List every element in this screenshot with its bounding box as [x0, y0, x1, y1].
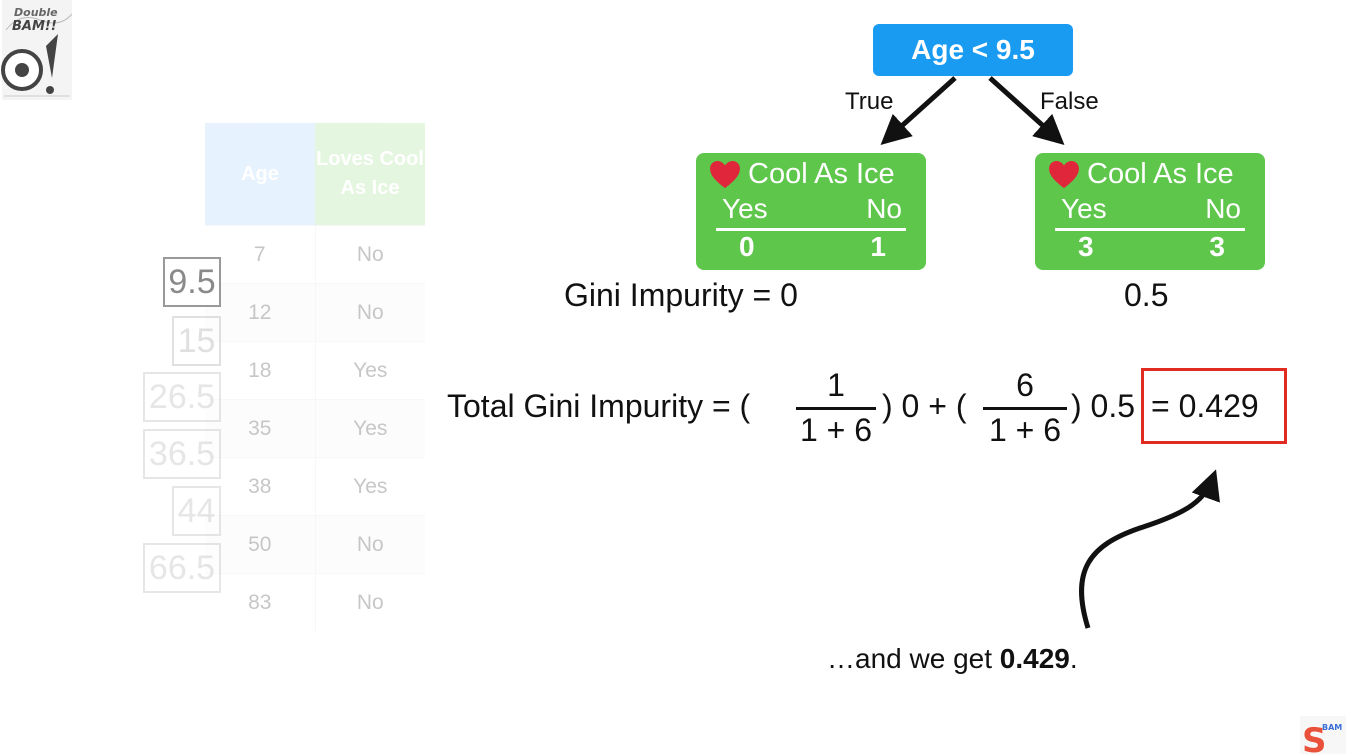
age-cell: 83 [248, 590, 272, 614]
equation-prefix: Total Gini Impurity = ( [447, 388, 751, 424]
fraction-1-numerator: 1 [827, 367, 845, 403]
table-row: 35 Yes [205, 399, 425, 457]
double-bam-logo-icon: Double BAM!! [1, 0, 73, 100]
threshold-box: 36.5 [143, 429, 221, 479]
leaf-divider [716, 228, 906, 231]
leaf-yes-label: Yes [1061, 193, 1107, 224]
leaf-divider [1055, 228, 1245, 231]
leaf-yes-label: Yes [722, 193, 768, 224]
leaf-no-label: No [1205, 193, 1241, 224]
caption-prefix: …and we get [827, 643, 1000, 674]
leaf-yes-count: 3 [1078, 231, 1094, 262]
left-gini-text: Gini Impurity = 0 [564, 277, 798, 313]
fraction-2-denominator: 1 + 6 [988, 412, 1062, 448]
age-column-header: Age [205, 123, 315, 225]
leaf-no-count: 1 [870, 231, 886, 262]
loves-cell: No [314, 226, 426, 283]
equation-result: = 0.429 [1151, 388, 1259, 424]
left-leaf-node: Cool As Ice Yes No 0 1 [696, 153, 926, 270]
table-row: 12 No [205, 283, 425, 341]
threshold-box: 44 [172, 486, 221, 536]
leaf-title-text: Cool As Ice [1087, 158, 1234, 190]
right-leaf-node: Cool As Ice Yes No 3 3 [1035, 153, 1265, 270]
threshold-box: 15 [172, 316, 221, 366]
age-cell: 38 [248, 474, 272, 498]
fraction-1-bar [796, 407, 876, 410]
caption-value: 0.429 [999, 643, 1070, 674]
table-header: Age Loves Cool As Ice [205, 123, 425, 225]
caption-suffix: . [1069, 643, 1078, 674]
leaf-yes-count: 0 [739, 231, 755, 262]
loves-cell: Yes [314, 458, 426, 515]
table-row: 7 No [205, 225, 425, 283]
false-label: False [1040, 88, 1099, 115]
threshold-box: 66.5 [143, 543, 221, 593]
table-row: 83 No [205, 573, 425, 631]
true-label: True [845, 88, 894, 115]
leaf-title: Cool As Ice [710, 158, 895, 191]
leaf-title: Cool As Ice [1049, 158, 1234, 191]
threshold-box: 26.5 [143, 372, 221, 422]
age-cell: 7 [253, 242, 266, 266]
svg-text:S: S [1302, 721, 1327, 754]
loves-cell: Yes [314, 342, 426, 399]
table-row: 38 Yes [205, 457, 425, 515]
loves-cell: No [314, 516, 426, 573]
table-row: 50 No [205, 515, 425, 573]
svg-text:BAM: BAM [1322, 723, 1342, 732]
root-node: Age < 9.5 [873, 24, 1073, 76]
loves-cell: No [314, 284, 426, 341]
fraction-2-bar [983, 407, 1067, 410]
leaf-no-count: 3 [1209, 231, 1225, 262]
age-cell: 35 [248, 416, 272, 440]
caption: …and we get 0.429. [827, 643, 1078, 675]
loves-cell: No [314, 574, 426, 631]
fraction-2-numerator: 6 [1016, 367, 1034, 403]
loves-column-header: Loves Cool As Ice [315, 123, 425, 225]
result-highlight-box [1141, 368, 1287, 444]
leaf-title-text: Cool As Ice [748, 158, 895, 190]
svg-text:Double: Double [14, 6, 58, 19]
right-gini-text: 0.5 [1124, 277, 1169, 313]
heart-icon [710, 160, 740, 188]
leaf-no-label: No [866, 193, 902, 224]
threshold-box: 9.5 [163, 257, 221, 307]
age-cell: 50 [248, 532, 272, 556]
equation-middle: ) 0 + ( [882, 388, 967, 424]
heart-icon [1049, 160, 1079, 188]
equation-suffix: ) 0.5 [1071, 388, 1136, 424]
loves-cell: Yes [314, 400, 426, 457]
false-edge-arrow [988, 76, 1065, 146]
curved-arrow [1079, 469, 1220, 629]
age-cell: 12 [248, 300, 272, 324]
true-edge-arrow [880, 76, 957, 146]
age-cell: 18 [248, 358, 272, 382]
fraction-1-denominator: 1 + 6 [799, 412, 873, 448]
table-row: 18 Yes [205, 341, 425, 399]
svg-text:BAM!!: BAM!! [12, 19, 57, 34]
statquest-logo-icon: S BAM [1300, 716, 1346, 754]
